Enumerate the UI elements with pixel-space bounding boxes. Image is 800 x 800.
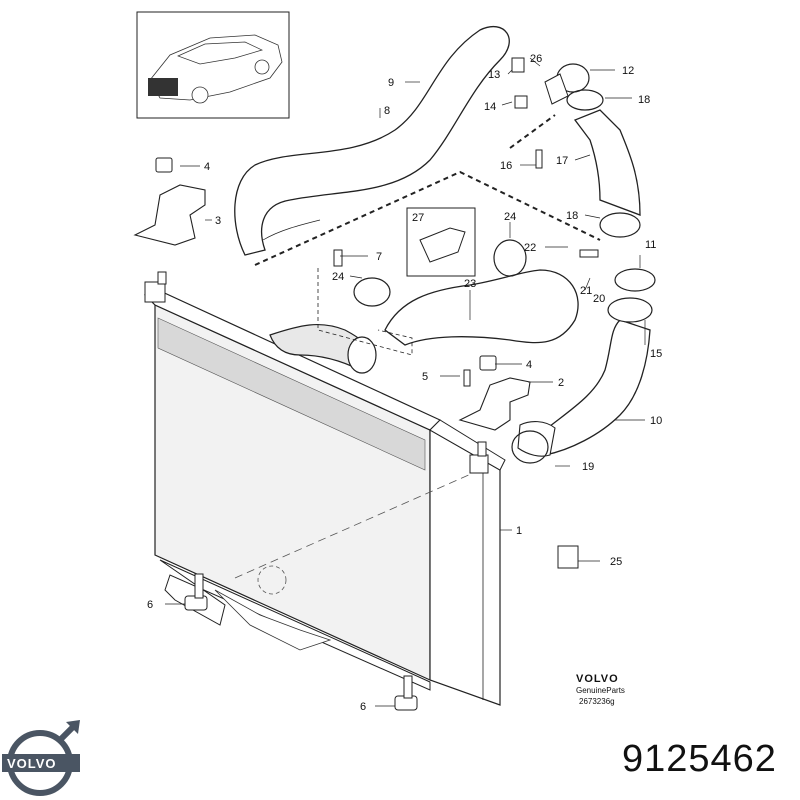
callout-12: 12 (622, 65, 634, 77)
callout-3: 3 (215, 215, 221, 227)
callout-14: 14 (484, 101, 496, 113)
callout-7: 7 (376, 251, 382, 263)
logo-wordmark: VOLVO (7, 756, 57, 771)
genuine-parts-block: VOLVO GenuineParts 2673236g (576, 673, 625, 706)
callout-1: 1 (516, 525, 522, 537)
callout-24: 24 (332, 271, 344, 283)
callout-19: 19 (582, 461, 594, 473)
callout-22: 22 (524, 242, 536, 254)
callout-6: 6 (147, 599, 153, 611)
callout-8: 8 (384, 105, 390, 117)
callout-9: 9 (388, 77, 394, 89)
callout-18: 18 (566, 210, 578, 222)
callout-11: 11 (645, 239, 656, 251)
brand-name: VOLVO (576, 673, 619, 685)
callout-2: 2 (558, 377, 564, 389)
part-number: 9125462 (622, 738, 777, 780)
callout-23: 23 (464, 278, 476, 290)
callout-25: 25 (610, 556, 622, 568)
callout-20: 20 (593, 293, 605, 305)
callout-16: 16 (500, 160, 512, 172)
callout-4: 4 (526, 359, 532, 371)
callout-17: 17 (556, 155, 568, 167)
callout-10: 10 (650, 415, 662, 427)
callout-18: 18 (638, 94, 650, 106)
callout-15: 15 (650, 348, 662, 360)
callout-24: 24 (504, 211, 516, 223)
car-thumbnail (136, 11, 290, 119)
callout-4: 4 (204, 161, 210, 173)
pipes-and-hoses (133, 25, 656, 464)
volvo-logo: VOLVO (2, 720, 80, 796)
callout-26: 26 (530, 53, 542, 65)
genuine-parts-text: GenuineParts (576, 686, 625, 695)
callout-6: 6 (360, 701, 366, 713)
radiator-assembly (143, 271, 579, 711)
callout-27: 27 (412, 212, 424, 224)
callout-13: 13 (488, 69, 500, 81)
callout-21: 21 (580, 285, 592, 297)
leader-lines (165, 57, 646, 707)
callouts: 1 2 3 4 4 5 6 6 7 8 9 10 11 12 13 14 15 … (147, 53, 662, 713)
illustration-ref: 2673236g (579, 697, 615, 706)
callout-5: 5 (422, 371, 428, 383)
